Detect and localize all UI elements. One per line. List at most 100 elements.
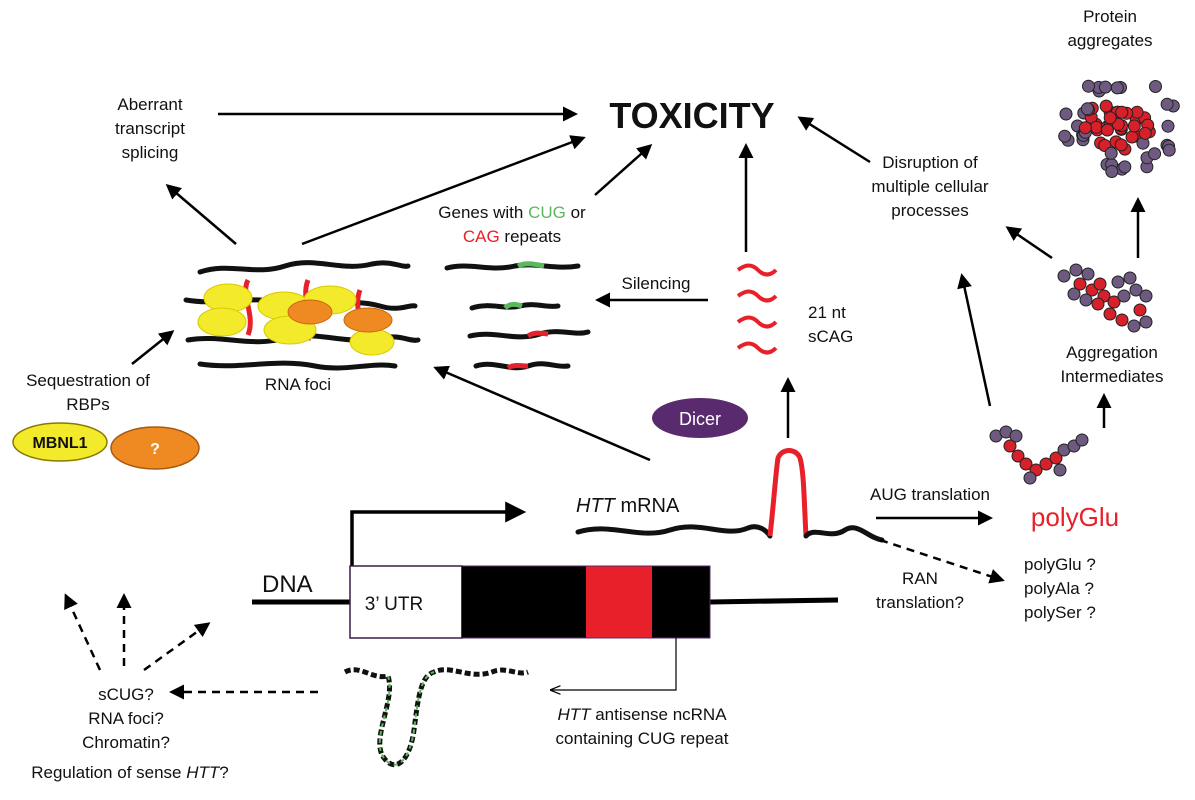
- svg-text:21 nt: 21 nt: [808, 303, 846, 322]
- bead: [1098, 80, 1112, 94]
- silencing-label: Silencing: [622, 274, 691, 293]
- bead: [1009, 429, 1023, 443]
- svg-text:multiple cellular: multiple cellular: [871, 177, 988, 196]
- bead: [1127, 119, 1141, 133]
- bead: [1023, 471, 1037, 485]
- bead: [1110, 81, 1124, 95]
- bead: [1103, 111, 1117, 125]
- htt-mrna-label: HTT mRNA: [576, 495, 680, 517]
- bead: [1111, 275, 1125, 289]
- svg-text:Dicer: Dicer: [679, 409, 721, 429]
- svg-text:RNA foci?: RNA foci?: [88, 709, 164, 728]
- bead: [1160, 97, 1174, 111]
- cag-text: CAG: [463, 227, 500, 246]
- antisense-ncrna-label: HTT antisense ncRNA containing CUG repea…: [556, 705, 729, 748]
- svg-text:polyGlu ?: polyGlu ?: [1024, 555, 1096, 574]
- htt-mrna-strand: [575, 448, 885, 543]
- sequestration-label: Sequestration of RBPs: [26, 371, 150, 414]
- svg-text:sCUG?: sCUG?: [98, 685, 154, 704]
- arrow-foci-to-splicing: [165, 184, 237, 245]
- bead: [1059, 107, 1073, 121]
- mbnl1-protein: MBNL1: [12, 422, 108, 462]
- bead: [1049, 451, 1063, 465]
- bead: [1053, 463, 1067, 477]
- bead: [1133, 303, 1147, 317]
- bead: [1099, 99, 1113, 113]
- bead: [1082, 79, 1095, 93]
- bead: [1091, 297, 1105, 311]
- bead: [1103, 307, 1117, 321]
- bead: [1057, 269, 1071, 283]
- svg-text:HTT antisense ncRNA: HTT antisense ncRNA: [557, 705, 727, 724]
- antisense-effects-label: sCUG? RNA foci? Chromatin? Regulation of…: [31, 685, 229, 782]
- bead: [1105, 165, 1119, 178]
- utr-label: 3’ UTR: [365, 594, 423, 615]
- svg-text:polySer ?: polySer ?: [1024, 603, 1096, 622]
- svg-text:Chromatin?: Chromatin?: [82, 733, 170, 752]
- bead: [1080, 102, 1094, 116]
- bead: [1073, 277, 1087, 291]
- bead: [1104, 146, 1118, 160]
- repeat-region: [586, 566, 652, 638]
- bead: [1148, 147, 1162, 161]
- bead: [1003, 439, 1017, 453]
- bead: [1117, 289, 1131, 303]
- arrow-foci-to-toxicity: [301, 135, 586, 246]
- bead: [1011, 449, 1025, 463]
- svg-text:Intermediates: Intermediates: [1061, 367, 1164, 386]
- genes-with-repeats-label: Genes with CUG or: [438, 203, 586, 222]
- svg-text:RAN: RAN: [902, 569, 938, 588]
- bead: [1058, 129, 1072, 143]
- svg-text:transcript: transcript: [115, 119, 185, 138]
- unknown-rbp-protein: ?: [110, 426, 200, 470]
- arrow-sequestration-to-foci: [131, 330, 175, 365]
- svg-text:RBPs: RBPs: [66, 395, 109, 414]
- bead: [1114, 138, 1128, 152]
- bead: [1075, 433, 1089, 447]
- scag-small-rnas: [736, 263, 778, 355]
- bead: [1093, 277, 1107, 291]
- aggregation-intermediates-cluster: [1057, 263, 1153, 333]
- arrow-disruption-to-toxicity: [797, 116, 871, 164]
- bead: [1115, 105, 1129, 119]
- bead: [1100, 123, 1114, 137]
- svg-text:?: ?: [150, 441, 160, 458]
- dicer-enzyme: Dicer: [652, 398, 748, 438]
- polyglu-chain: [989, 425, 1089, 485]
- bead: [1125, 130, 1139, 144]
- arrow-polyglu-to-disruption: [957, 273, 992, 407]
- dna-strand-right: [709, 597, 839, 605]
- bead: [1069, 263, 1083, 277]
- svg-text:Regulation of sense HTT?: Regulation of sense HTT?: [31, 763, 229, 782]
- bead: [1118, 160, 1132, 174]
- antisense-ncrna-strand: [343, 667, 529, 768]
- bead: [1115, 313, 1129, 327]
- svg-text:containing CUG repeat: containing CUG repeat: [556, 729, 729, 748]
- bead: [1081, 267, 1095, 281]
- svg-text:processes: processes: [891, 201, 968, 220]
- aug-translation-label: AUG translation: [870, 485, 990, 504]
- disruption-label: Disruption of multiple cellular processe…: [871, 153, 988, 220]
- bead: [1149, 80, 1162, 93]
- genes-with-repeats-label-line2: CAG repeats: [463, 227, 561, 246]
- bead: [1067, 287, 1081, 301]
- rna-foci-label: RNA foci: [265, 375, 331, 394]
- aggregation-intermediates-label: Aggregation Intermediates: [1061, 343, 1164, 386]
- bead: [1139, 289, 1153, 303]
- svg-text:MBNL1: MBNL1: [32, 435, 87, 452]
- bead: [1107, 295, 1121, 309]
- rna-foci-cluster: [183, 260, 421, 371]
- poly-products-list: polyGlu ? polyAla ? polySer ?: [1024, 555, 1096, 622]
- svg-text:Disruption of: Disruption of: [882, 153, 978, 172]
- cug-text: CUG: [528, 203, 566, 222]
- bead: [1161, 119, 1175, 133]
- dashed-arrow-up-right: [143, 622, 211, 672]
- gene-box-outline: [349, 565, 711, 639]
- svg-text:splicing: splicing: [122, 143, 179, 162]
- svg-text:aggregates: aggregates: [1067, 31, 1152, 50]
- bead: [1123, 271, 1137, 285]
- svg-text:Sequestration of: Sequestration of: [26, 371, 150, 390]
- svg-text:polyAla ?: polyAla ?: [1024, 579, 1094, 598]
- protein-aggregate-cluster: [1058, 79, 1180, 178]
